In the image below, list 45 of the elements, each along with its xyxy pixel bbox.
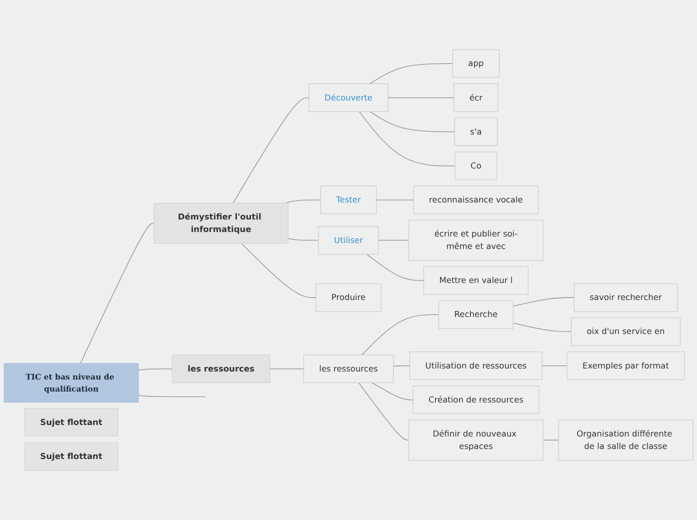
connector [388,97,454,98]
node-box: oix d'un service en [570,317,680,346]
node-box: les ressources [172,354,270,384]
connector [512,322,572,332]
connector [542,365,568,366]
connector [512,297,574,307]
node-box: Recherche [438,300,514,329]
connector [232,97,310,204]
node-box: Produire [316,283,382,312]
connector [392,365,410,367]
connector [288,238,319,241]
connector [80,222,154,364]
node-box: Démystifier l'outil informatique [154,202,288,244]
connector [240,242,316,298]
node-box: Organisation différente de la salle de classe [558,420,694,461]
node-box: écrire et publier soi-même et avec [408,220,544,261]
connector [362,314,440,356]
node-box: Co [454,152,498,180]
node-box: Exemples par format [566,352,685,380]
node-box: Sujet flottant [24,408,118,436]
connector [366,254,424,281]
node-box: les ressources [303,354,394,384]
node-box: Mettre en valeur l [423,266,528,295]
node-box: écr [454,84,498,112]
node-box: reconnaissance vocale [413,186,539,214]
node-box: Tester [320,186,377,214]
connector [358,111,456,166]
connector [286,200,322,204]
connector [138,368,173,371]
connector [270,368,304,370]
node-box: Définir de nouveaux espaces [408,420,544,461]
connector [370,63,454,84]
node-box: Découverte [308,84,388,112]
connector [370,111,456,132]
node-box: Sujet flottant [24,442,118,471]
connector [372,382,414,400]
node-box: Utilisation de ressources [410,352,542,380]
node-box: Création de ressources [412,386,540,414]
node-box: savoir rechercher [574,283,678,312]
node-box: s'a [454,118,498,146]
connector [358,382,410,440]
connector [378,240,410,241]
node-box: app [452,49,500,78]
connector [138,394,206,398]
node-box: Utiliser [318,226,379,254]
